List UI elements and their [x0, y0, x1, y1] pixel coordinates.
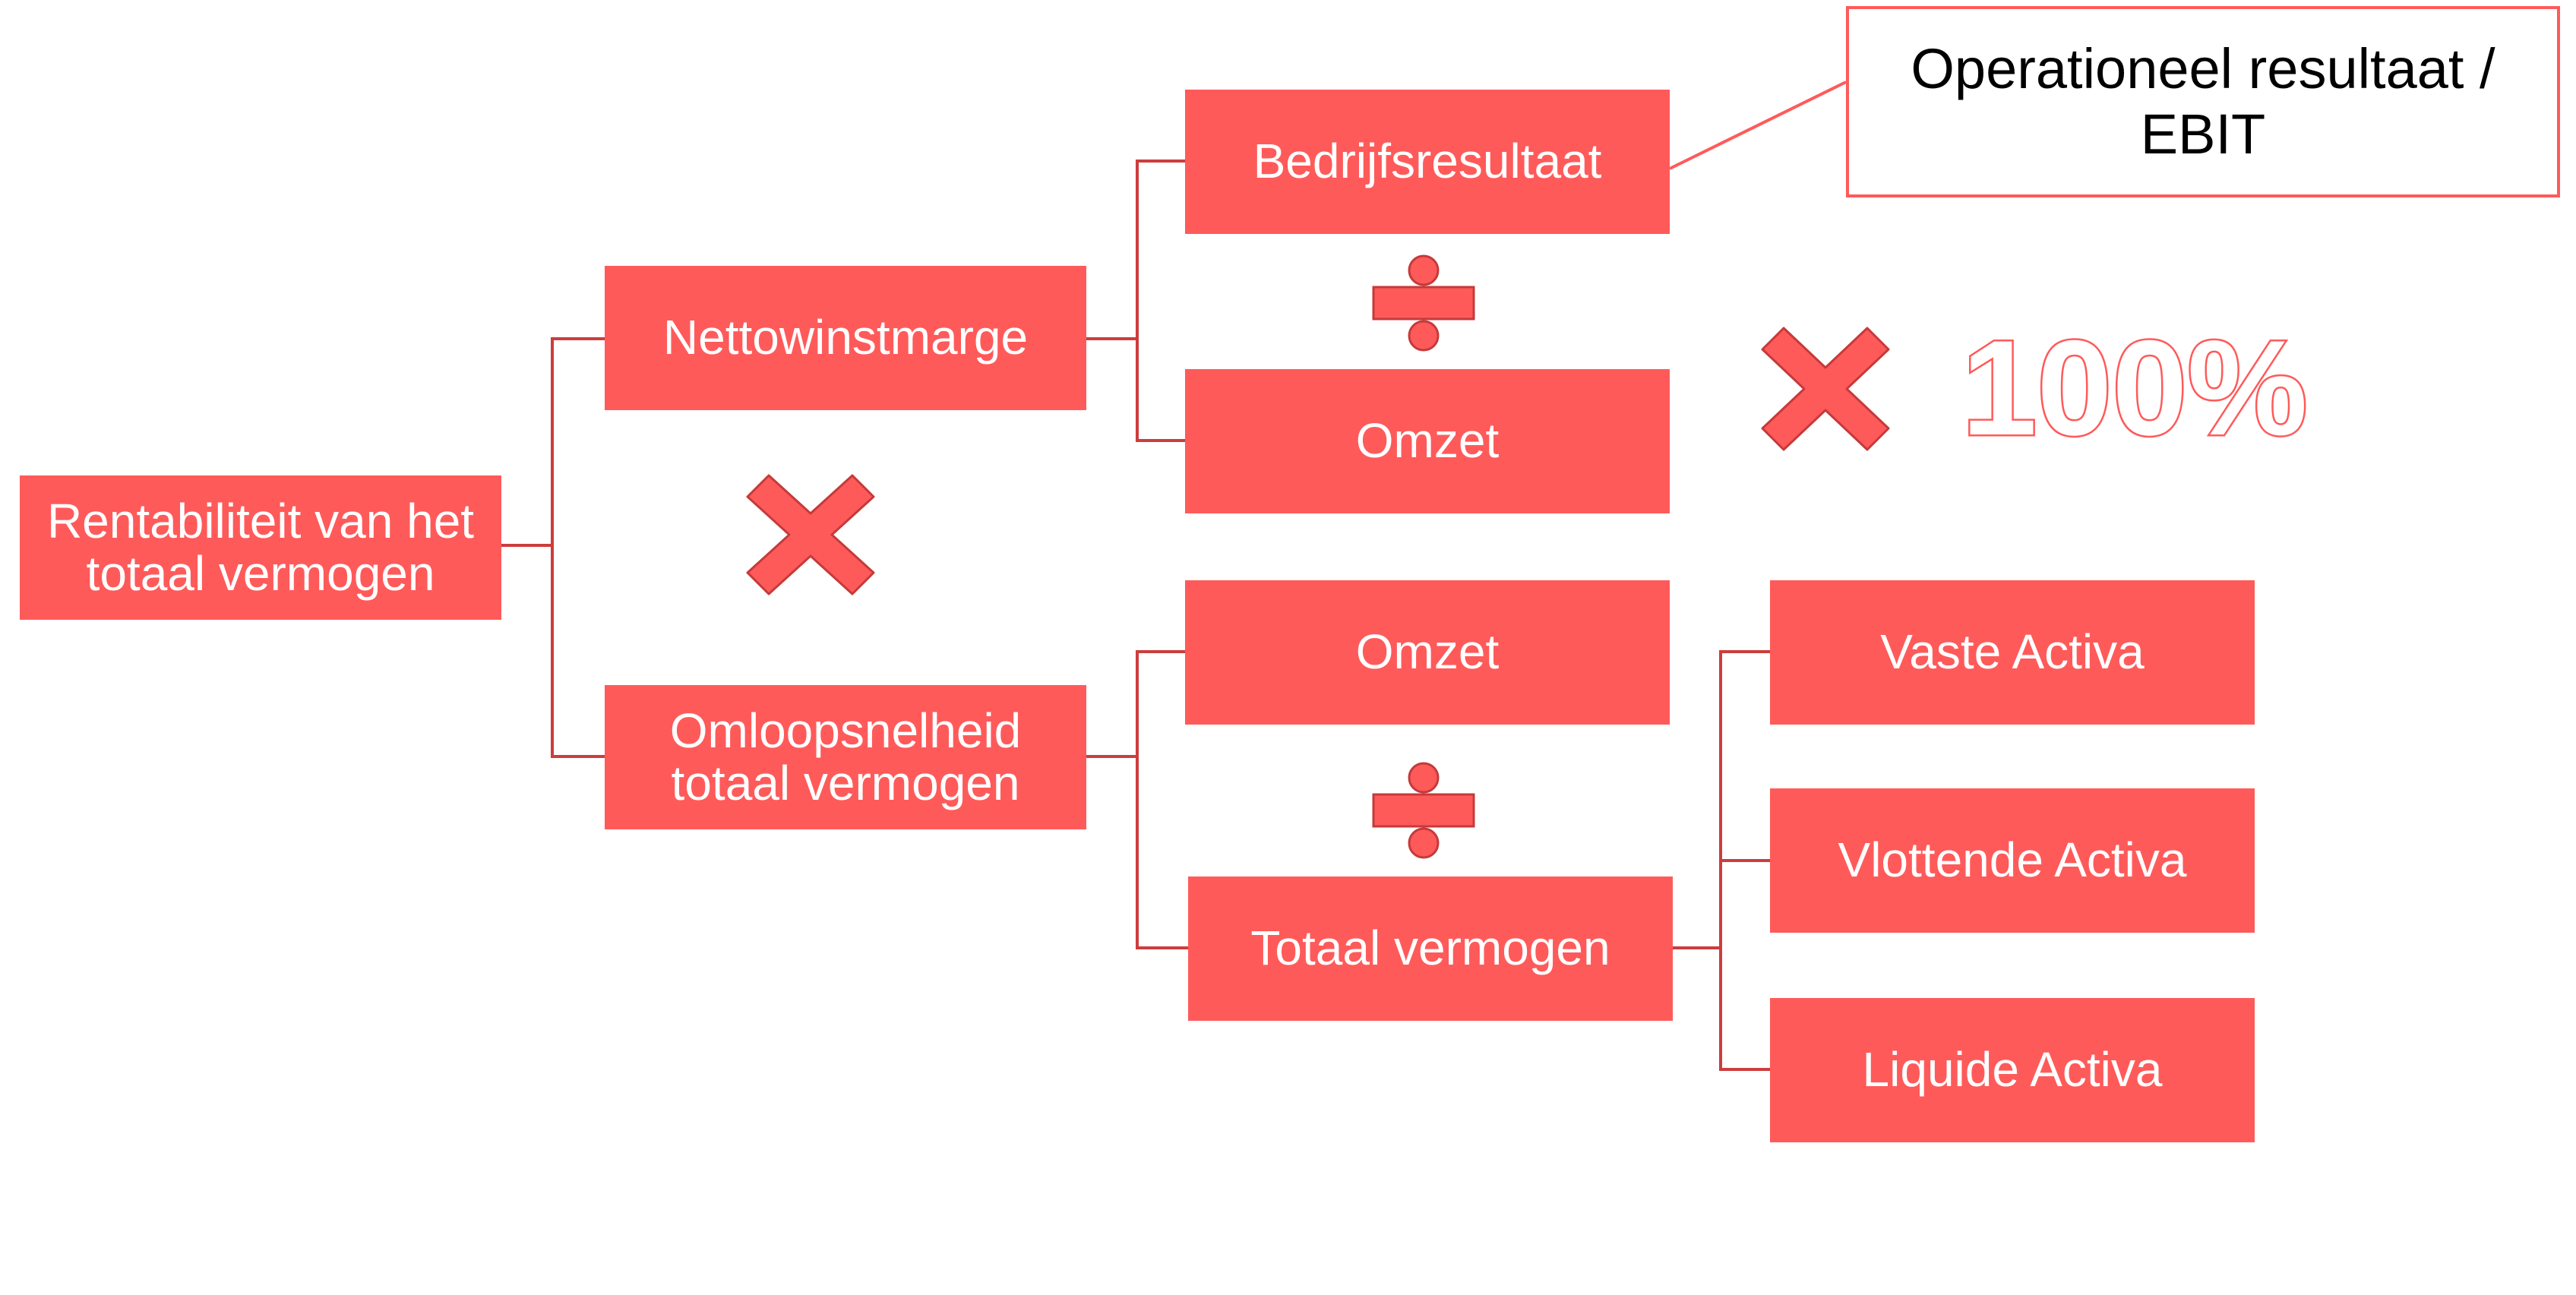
revenue-top-label: Omzet [1355, 413, 1500, 469]
operating-result-box: Bedrijfsresultaat [1185, 90, 1670, 234]
total-assets-box: Totaal vermogen [1188, 876, 1673, 1021]
revenue-bottom-label: Omzet [1355, 624, 1500, 680]
net-margin-box: Nettowinstmarge [605, 266, 1086, 410]
connector-netmargin-bracket [1136, 160, 1185, 442]
fixed-assets-label: Vaste Activa [1880, 624, 2145, 680]
total-assets-label: Totaal vermogen [1250, 921, 1610, 976]
ebit-callout-label: Operationeel resultaat / EBIT [1911, 37, 2495, 166]
percent-text: 100% [1961, 319, 2307, 456]
current-assets-label: Vlottende Activa [1838, 832, 2187, 888]
connector-branch-bracket [551, 337, 605, 758]
net-margin-label: Nettowinstmarge [662, 310, 1029, 365]
fixed-assets-box: Vaste Activa [1770, 580, 2255, 725]
divide-icon [1372, 254, 1475, 352]
revenue-top-box: Omzet [1185, 369, 1670, 513]
liquid-assets-box: Liquide Activa [1770, 998, 2255, 1142]
root-label: Rentabiliteit van het totaal vermogen [46, 493, 475, 601]
liquid-assets-label: Liquide Activa [1862, 1042, 2163, 1098]
multiply-icon [746, 474, 875, 595]
asset-turnover-box: Omloopsnelheid totaal vermogen [605, 685, 1086, 829]
connector-turnover-bracket [1136, 650, 1188, 949]
current-assets-box: Vlottende Activa [1770, 788, 2255, 933]
multiply-icon [1761, 327, 1890, 451]
asset-turnover-label: Omloopsnelheid totaal vermogen [669, 703, 1022, 810]
root-box: Rentabiliteit van het totaal vermogen [20, 475, 501, 620]
callout-pointer [1669, 81, 1847, 170]
ebit-callout: Operationeel resultaat / EBIT [1846, 6, 2560, 197]
percent-text-container: 100% [1960, 319, 2309, 456]
divide-icon [1372, 762, 1475, 859]
operating-result-label: Bedrijfsresultaat [1253, 134, 1602, 189]
revenue-bottom-box: Omzet [1185, 580, 1670, 725]
